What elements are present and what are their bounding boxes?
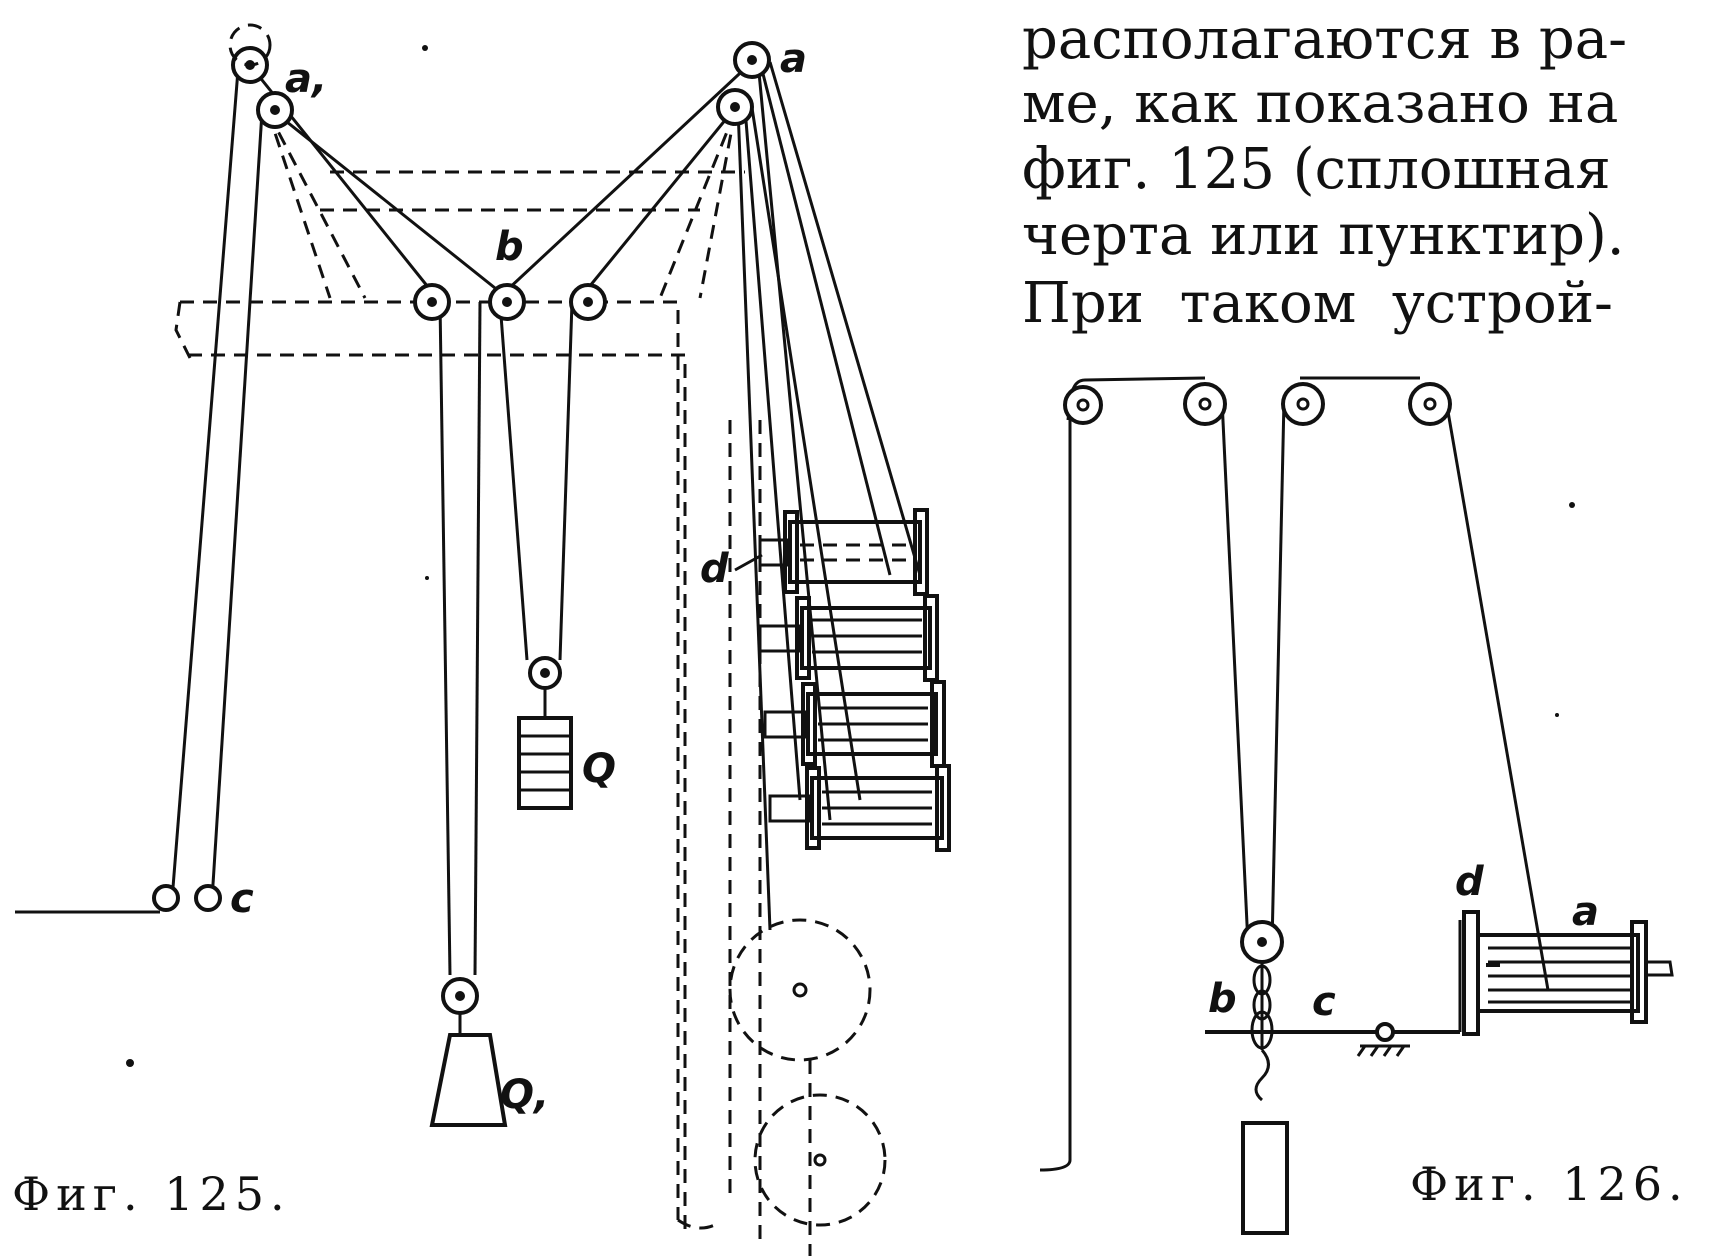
caption-fig-126: Фиг. 126. — [1410, 1157, 1689, 1211]
spool-1 — [758, 508, 929, 596]
spool-2 — [758, 594, 939, 682]
labels-125: a, a b c d Q Q, — [230, 36, 807, 1118]
rope-left-down — [1039, 410, 1072, 1172]
figure-126: d a b c Фиг. 126. — [1039, 376, 1689, 1235]
label-d: d — [700, 546, 729, 592]
weight-126 — [1241, 1121, 1289, 1235]
pulley-126-3 — [1281, 382, 1325, 426]
pulley-126-2 — [1183, 382, 1227, 426]
pulley-c-left — [152, 884, 180, 912]
caption-fig-125: Фиг. 125. — [12, 1167, 291, 1221]
spool-126-flange-right — [1630, 920, 1648, 1024]
label-126-a: a — [1572, 889, 1599, 935]
pointer-d — [734, 553, 763, 572]
spool-4 — [768, 764, 951, 852]
pulley-a1-dashed — [228, 23, 272, 67]
text-line-3: фиг. 125 (сплошная — [1022, 137, 1611, 202]
dashed-frame — [174, 111, 762, 1240]
text-line-5: При таком устрой- — [1022, 271, 1613, 336]
label-c: c — [230, 876, 254, 922]
rope-lines — [15, 60, 922, 976]
text-line-2: ме, как показано на — [1022, 71, 1618, 136]
label-126-b: b — [1208, 976, 1237, 1022]
spool-126 — [1476, 933, 1640, 1013]
label-126-d: d — [1455, 859, 1484, 905]
pulley-c-right — [194, 884, 222, 912]
rope-to-b-right — [1270, 399, 1286, 946]
figure-125: a, a b c d Q Q, Фиг. 125. — [12, 23, 951, 1256]
label-Q1: Q, — [500, 1072, 549, 1118]
rope-to-spool — [1444, 399, 1550, 991]
text-line-1: располагаются в ра- — [1022, 7, 1627, 72]
rope-to-b-left — [1220, 399, 1250, 946]
label-a: a — [780, 36, 807, 82]
spools — [734, 508, 951, 852]
pulley-126-4 — [1408, 382, 1452, 426]
label-126-c: c — [1312, 979, 1336, 1025]
spool-126-flange-left — [1462, 910, 1480, 1036]
weights — [429, 688, 573, 1127]
text-block: располагаются в ра- ме, как показано на … — [1022, 7, 1627, 336]
text-line-4: черта или пунктир). — [1022, 203, 1625, 268]
fulcrum — [1375, 1022, 1395, 1042]
pulley-126-1 — [1063, 385, 1103, 425]
label-Q: Q — [582, 746, 616, 792]
dashed-drums — [728, 918, 887, 1256]
pulleys — [152, 23, 771, 1015]
scan-specks — [126, 45, 1575, 1067]
weight-Q — [517, 716, 573, 810]
weight-Q1 — [429, 1033, 508, 1127]
label-b: b — [495, 224, 524, 270]
label-a1: a, — [285, 56, 327, 102]
